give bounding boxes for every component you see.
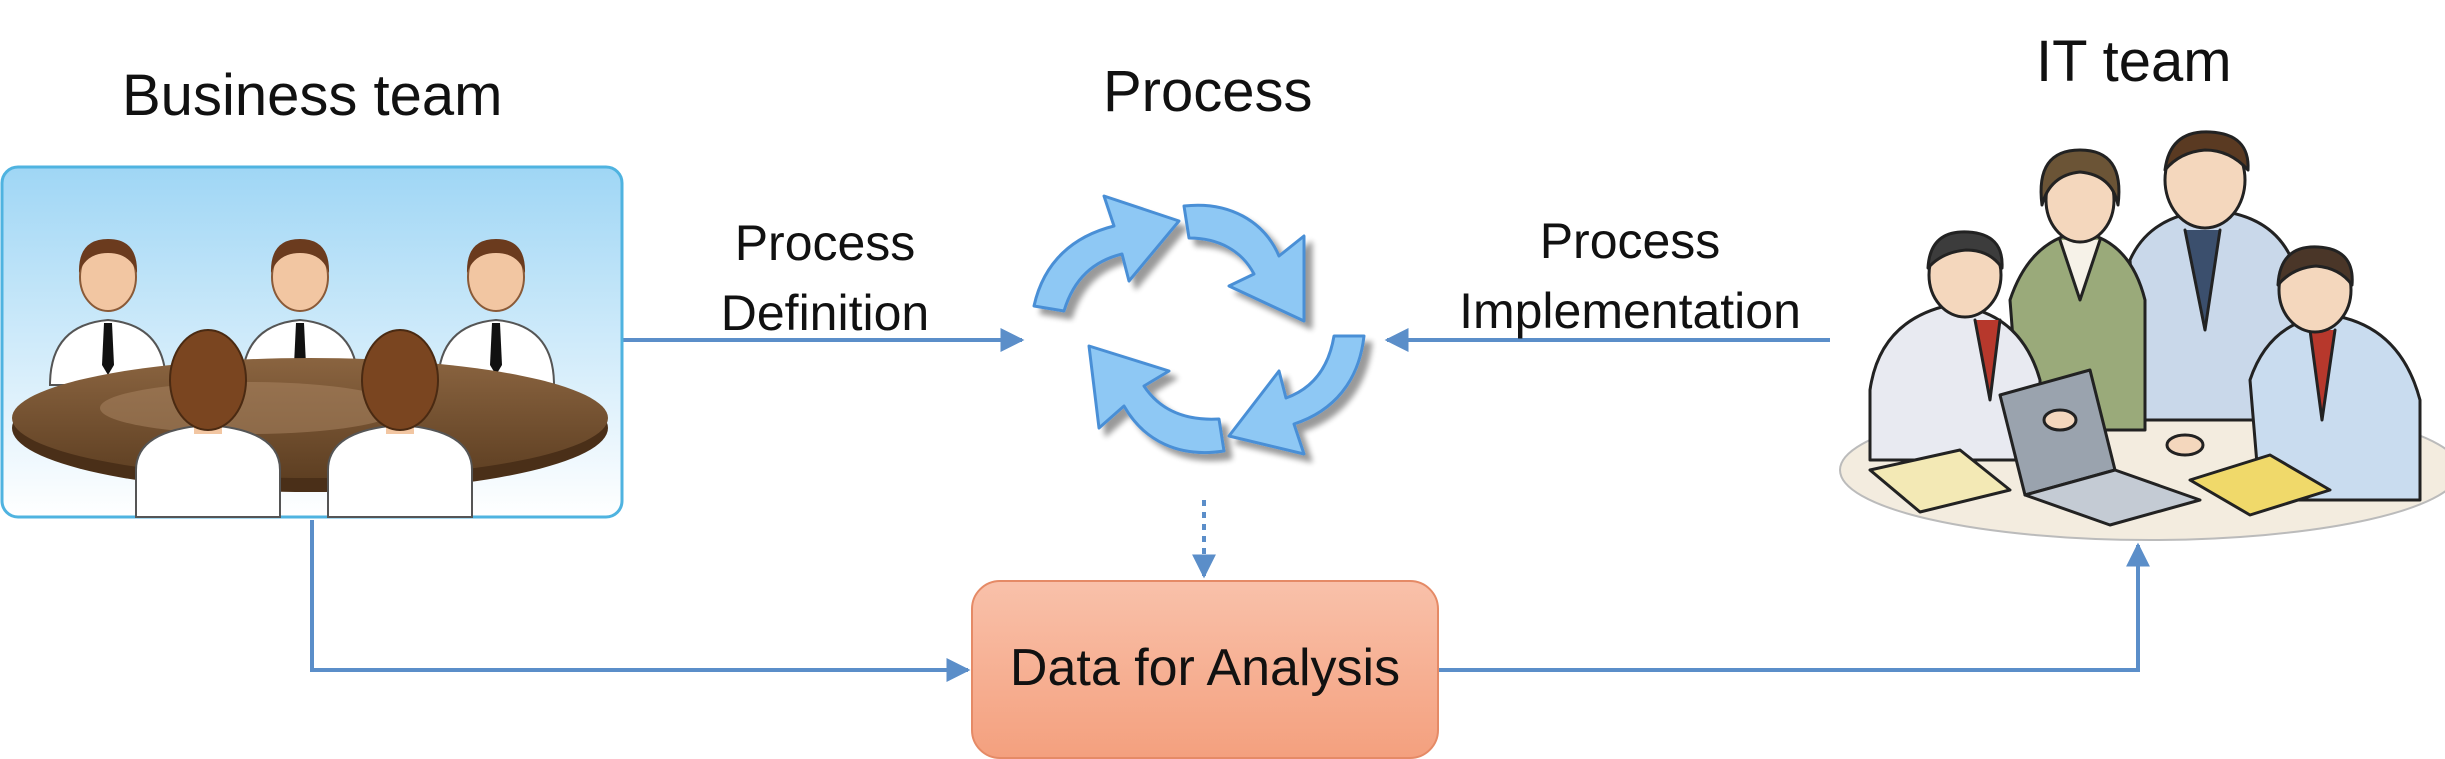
implementation-label-line1: Process (1539, 213, 1721, 269)
business-to-data-connector (310, 520, 971, 682)
cycle-arrow-top-left (1032, 194, 1181, 313)
data-to-it-connector (1438, 542, 2150, 672)
process-implementation-label: Process Implementation (1430, 206, 1830, 346)
process-cycle (1032, 194, 1366, 456)
it-team-illustration (1839, 130, 2445, 541)
process-title: Process (1103, 59, 1313, 124)
data-for-analysis-box: Data for Analysis (1009, 639, 1401, 697)
data-box-shape (971, 580, 1439, 759)
process-definition-label: Process Definition (700, 208, 950, 348)
business-meeting-illustration (0, 165, 624, 519)
cycle-arrow-bottom-left (1087, 344, 1226, 455)
cycle-arrow-bottom-right (1227, 334, 1366, 456)
definition-label-line1: Process (734, 215, 916, 271)
cycle-arrow-top-right (1182, 203, 1306, 323)
implementation-label-line2: Implementation (1459, 283, 1801, 339)
business-team-title: Business team (122, 63, 503, 128)
connectors (310, 328, 2150, 682)
it-team-title: IT team (2036, 29, 2232, 94)
definition-label-line2: Definition (720, 285, 930, 341)
front-row-people (135, 329, 473, 518)
